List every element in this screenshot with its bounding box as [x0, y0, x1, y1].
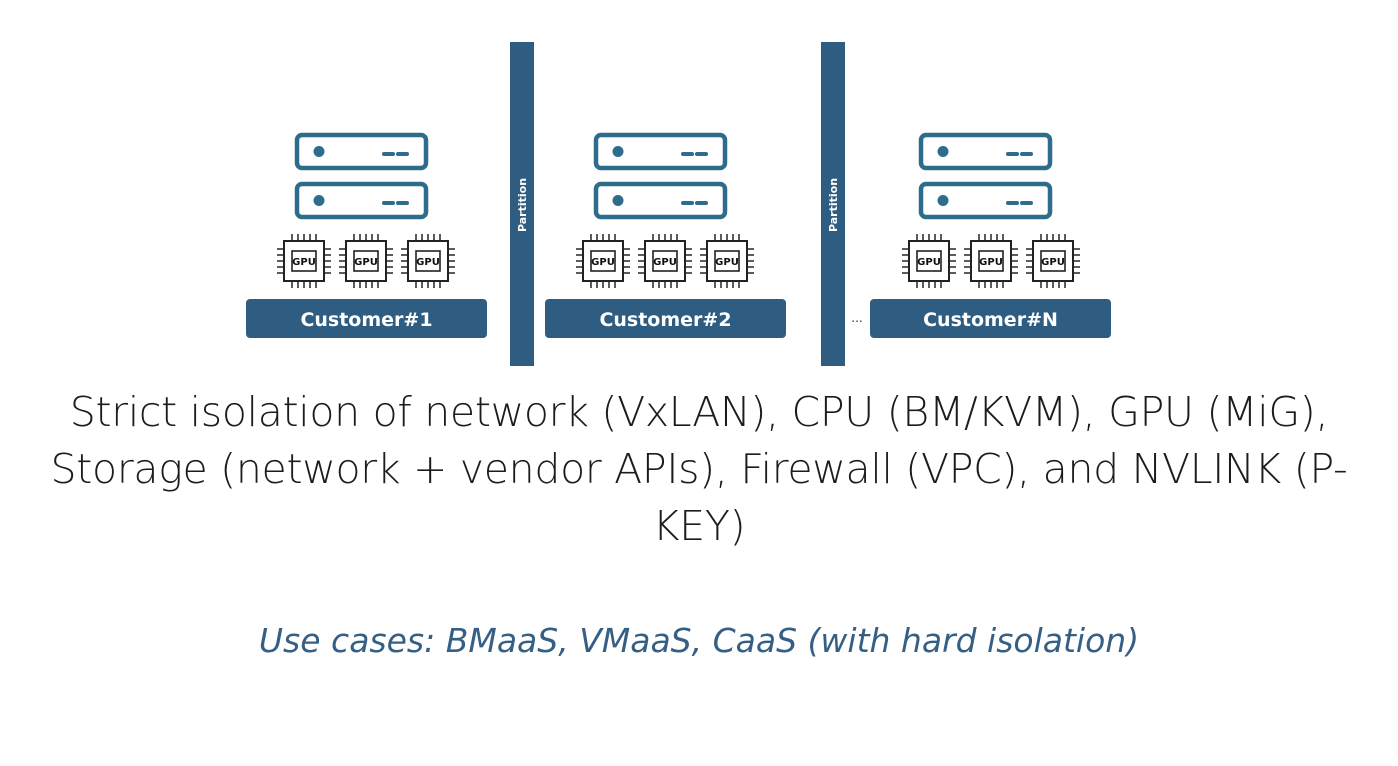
- use-cases-text: Use cases: BMaaS, VMaaS, CaaS (with hard…: [258, 621, 1140, 660]
- ellipsis-text: ...: [851, 311, 862, 325]
- customer-label-box: [870, 299, 1111, 338]
- server-led: [612, 146, 624, 157]
- server-icon: [294, 181, 429, 220]
- server-chassis: [294, 132, 429, 171]
- gpu-label: GPU: [653, 257, 677, 268]
- gpu-chip-icon: GPU: [700, 234, 754, 288]
- gpu-die: [590, 250, 616, 272]
- gpu-label: GPU: [354, 257, 378, 268]
- customer-label-box: [545, 299, 786, 338]
- server-icon: [593, 181, 728, 220]
- server-led: [937, 195, 949, 206]
- customer-label-box: [246, 299, 487, 338]
- headline-text: Strict isolation of network (VxLAN), CPU…: [50, 388, 1348, 550]
- partition-wall: Partition: [510, 42, 534, 366]
- partition-bar: [510, 42, 534, 366]
- gpu-chip-icon: GPU: [1026, 234, 1080, 288]
- gpu-chip-icon: GPU: [964, 234, 1018, 288]
- customer-group-2: GPU GPU GPU Customer#2: [545, 132, 786, 338]
- server-chassis: [593, 132, 728, 171]
- customer-group-1: GPU GPU GPU Customer#1: [246, 132, 487, 338]
- gpu-die: [652, 250, 678, 272]
- partition-label: Partition: [516, 178, 529, 232]
- gpu-chip-icon: GPU: [401, 234, 455, 288]
- customer-label: Customer#2: [599, 309, 731, 331]
- server-chassis: [918, 132, 1053, 171]
- partition-label: Partition: [827, 178, 840, 232]
- partition-bar: [821, 42, 845, 366]
- gpu-die: [978, 250, 1004, 272]
- gpu-chip-icon: GPU: [339, 234, 393, 288]
- gpu-label: GPU: [979, 257, 1003, 268]
- gpu-label: GPU: [715, 257, 739, 268]
- partition-wall: Partition: [821, 42, 845, 366]
- customer-label: Customer#N: [923, 309, 1058, 331]
- gpu-die: [1040, 250, 1066, 272]
- gpu-die: [353, 250, 379, 272]
- gpu-chip-icon: GPU: [902, 234, 956, 288]
- server-led: [313, 195, 325, 206]
- server-chassis: [294, 181, 429, 220]
- server-chassis: [593, 181, 728, 220]
- server-icon: [593, 132, 728, 171]
- customer-group-3: GPU GPU GPU Customer#N: [870, 132, 1111, 338]
- gpu-chip-icon: GPU: [277, 234, 331, 288]
- server-icon: [918, 181, 1053, 220]
- server-led: [937, 146, 949, 157]
- gpu-label: GPU: [292, 257, 316, 268]
- gpu-label: GPU: [1041, 257, 1065, 268]
- gpu-die: [291, 250, 317, 272]
- gpu-label: GPU: [917, 257, 941, 268]
- customer-label: Customer#1: [300, 309, 432, 331]
- gpu-die: [916, 250, 942, 272]
- gpu-die: [714, 250, 740, 272]
- gpu-label: GPU: [416, 257, 440, 268]
- gpu-chip-icon: GPU: [638, 234, 692, 288]
- gpu-chip-icon: GPU: [576, 234, 630, 288]
- server-led: [612, 195, 624, 206]
- gpu-label: GPU: [591, 257, 615, 268]
- server-chassis: [918, 181, 1053, 220]
- server-icon: [294, 132, 429, 171]
- server-icon: [918, 132, 1053, 171]
- server-led: [313, 146, 325, 157]
- gpu-die: [415, 250, 441, 272]
